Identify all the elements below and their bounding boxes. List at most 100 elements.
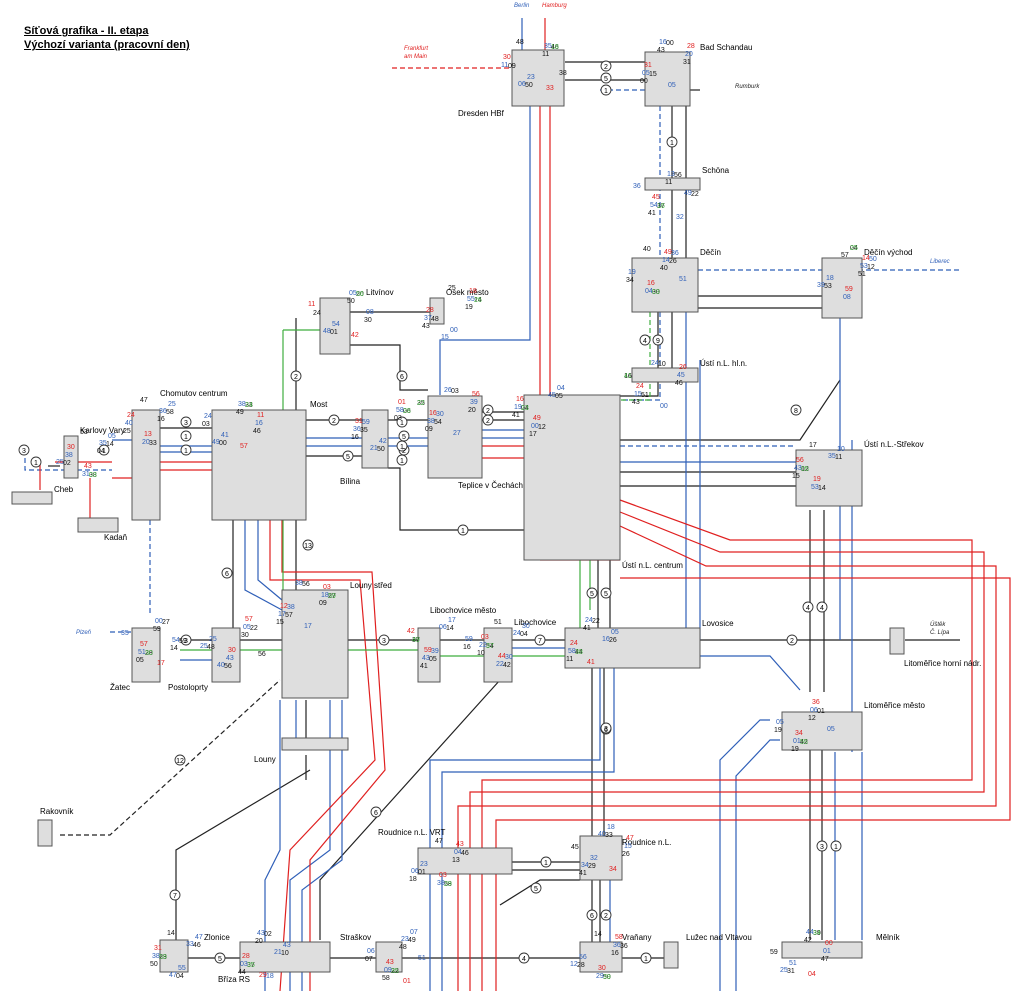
interval-circle (18, 444, 30, 456)
minute-label-black: 14 (106, 441, 114, 448)
minute-label-blue: 42 (379, 438, 387, 445)
interval-circle (586, 909, 598, 921)
minute-label-green: 29 (444, 881, 452, 888)
station-label-libochovice_mesto: Libochovice město (430, 606, 497, 615)
minute-label-black: 18 (409, 876, 417, 883)
minute-label-blue: 11 (501, 62, 508, 69)
line-louny-briza-blue-2 (301, 700, 343, 991)
minute-label-blue: 45 (677, 372, 685, 379)
interval-circle (600, 909, 612, 921)
interval-circle-label: 8 (794, 408, 798, 415)
minute-label-blue: 24 (513, 630, 521, 637)
interval-circle-label: 1 (184, 448, 188, 455)
interval-circle-label: 6 (225, 571, 229, 578)
minute-label-red: 28 (687, 43, 695, 50)
minute-label-red: 45 (652, 194, 660, 201)
minute-label-black: 12 (808, 715, 816, 722)
minute-label-black: 43 (632, 399, 640, 406)
interval-circle-label: 3 (184, 420, 188, 427)
interval-circle (534, 634, 546, 646)
minute-label-black: 03 (202, 421, 210, 428)
minute-label-black: 03 (394, 415, 402, 422)
minute-label-red: 16 (647, 280, 655, 287)
interval-circle (790, 404, 802, 416)
station-label-libochovice: Libochovice (514, 618, 557, 627)
minute-label-red: 43 (386, 959, 394, 966)
interval-circle (639, 334, 651, 346)
line-straskov-libochovice-6 (319, 679, 501, 940)
interval-circle (600, 60, 612, 72)
line-chomutov-briza-red-2 (281, 520, 386, 991)
minute-label-black: 02 (63, 460, 71, 467)
minute-label-black: 43 (422, 323, 430, 330)
minute-label-black: 01 (330, 329, 338, 336)
station-label-most: Most (310, 400, 328, 409)
node-osek (429, 297, 445, 325)
minute-label-black: 13 (452, 857, 460, 864)
minute-label-red: 29 (259, 972, 267, 979)
minute-label-blue: 23 (401, 936, 409, 943)
minute-label-blue: 40 (217, 662, 225, 669)
minute-label-red: 14 (862, 255, 870, 262)
minute-label-black: 05 (555, 393, 563, 400)
minute-label-blue: 30 (505, 654, 513, 661)
interval-circle-label: 2 (486, 408, 490, 415)
minute-label-blue: 33 (186, 941, 194, 948)
minute-label-black: 58 (166, 409, 174, 416)
minute-label-blue: 36 (613, 942, 621, 949)
minute-label-blue: 59 (465, 636, 473, 643)
minute-label-red: 36 (812, 699, 820, 706)
minute-label-blue: 43 (257, 930, 265, 937)
minute-label-black: 33 (149, 440, 157, 447)
minute-label-blue: 20 (142, 439, 150, 446)
minute-label-green: 25 (850, 245, 858, 252)
minute-label-blue: 16 (659, 39, 667, 46)
interval-circle-label: 5 (346, 454, 350, 461)
minute-label-black: 40 (643, 246, 651, 253)
node-chomutov (131, 409, 161, 521)
minute-label-red: 01 (398, 399, 406, 406)
minute-label-red: 00 (825, 940, 833, 947)
minute-label-blue: 36 (671, 250, 679, 257)
minute-label-blue: 43 (283, 942, 291, 949)
page-title: Síťová grafika - II. etapa (24, 25, 149, 37)
minute-label-blue: 53 (860, 263, 868, 270)
node-louny-stred (281, 589, 349, 699)
minute-label-red: 49 (533, 415, 541, 422)
minute-label-red: 30 (67, 444, 75, 451)
interval-circle (221, 567, 233, 579)
interval-circle (540, 856, 552, 868)
minute-label-blue: 04 (557, 385, 565, 392)
minute-label-black: 00 (640, 78, 648, 85)
minute-label-black: 41 (420, 663, 428, 670)
minute-label-black: 37 (657, 203, 665, 210)
minute-label-blue: 27 (453, 430, 461, 437)
minute-label-black: 22 (691, 191, 699, 198)
interval-circle-label: 2 (604, 913, 608, 920)
minute-label-red: 30 (598, 965, 606, 972)
interval-circle (342, 450, 354, 462)
interval-circle-label: 2 (294, 374, 298, 381)
node-louny (281, 737, 349, 751)
minute-label-blue: 00 (450, 327, 458, 334)
minute-label-blue: 16 (255, 420, 263, 427)
minute-label-black: 33 (605, 832, 613, 839)
station-label-rakovnik: Rakovník (40, 807, 74, 816)
station-label-louny: Louny (254, 755, 276, 764)
interval-circle (786, 634, 798, 646)
minute-label-green: 35 (391, 968, 399, 975)
station-label-litomerice_horni: Litoměřice horní nádr. (904, 659, 981, 668)
minute-label-black: 46 (193, 942, 201, 949)
minute-label-red: 01 (403, 978, 411, 985)
minute-label-black: 05 (136, 657, 144, 664)
interval-circle (586, 587, 598, 599)
minute-label-blue: 45 (548, 392, 556, 399)
minute-label-black: 01 (817, 708, 825, 715)
minute-label-blue: 00 (660, 403, 668, 410)
minute-label-black: 17 (809, 442, 817, 449)
minute-label-red: 57 (240, 443, 248, 450)
line-chomutov-louny-blue-2 (257, 520, 283, 601)
minute-label-blue: 37 (424, 315, 432, 322)
minute-label-blue: 09 (384, 967, 392, 974)
minute-label-red: 41 (587, 659, 595, 666)
